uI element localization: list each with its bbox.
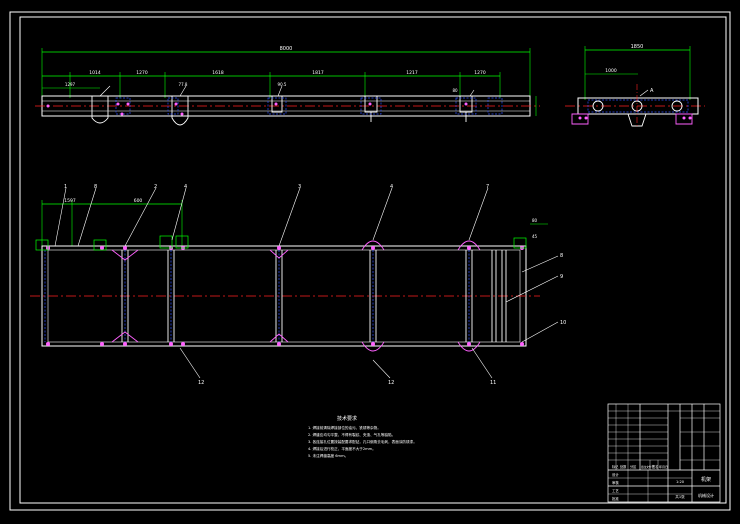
technical-notes: 技术要求 1. 焊接前清除焊接部位的油污、铁锈等杂物。 2. 焊缝应均匀平整，不… <box>308 415 417 458</box>
plan-balloon-r3: 10 <box>560 320 566 326</box>
front-sub-dim-2: 90.5 <box>278 82 287 87</box>
plan-balloon-3: 2 <box>154 184 157 190</box>
plan-balloon-6: 4 <box>390 184 393 190</box>
tb-scale: 1:20 <box>676 480 685 484</box>
tb-role-2: 审核 <box>612 480 619 485</box>
title-block <box>607 403 721 503</box>
front-overall-dim: 8000 <box>280 46 293 52</box>
tb-company: 机械设计 <box>698 492 714 498</box>
tb-role-4: 批准 <box>612 496 619 501</box>
sheet-border-outer <box>9 11 731 511</box>
tb-row-label-4: 更改文件号 <box>641 465 654 469</box>
side-sub-dim: 1000 <box>605 68 617 74</box>
plan-view: 1597 600 80 45 <box>30 184 566 386</box>
tb-row-label-2: 处数 <box>620 464 627 469</box>
tb-row-label-5: 签名 <box>652 464 658 469</box>
front-sub-dim-3: 80 <box>452 88 458 93</box>
notes-title: 技术要求 <box>337 415 357 422</box>
plan-balloon-1: 1 <box>64 184 67 190</box>
front-seg-dim-6: 1270 <box>474 70 486 76</box>
plan-balloon-r1: 8 <box>560 253 563 259</box>
side-overall-dim: 1850 <box>631 44 644 50</box>
plan-balloon-b1: 12 <box>198 380 204 386</box>
plan-balloon-b2: 12 <box>388 380 394 386</box>
plan-balloon-r2: 9 <box>560 274 563 280</box>
title-block-text: 标记 处数 分区 更改文件号 签名 年月日 设计 审核 工艺 批准 机架 机械设… <box>612 464 714 501</box>
front-seg-dim-4: 1817 <box>312 70 324 76</box>
tb-sheet: 共1张 <box>675 494 685 499</box>
tb-role-3: 工艺 <box>612 488 619 493</box>
front-seg-dim-2: 1270 <box>136 70 148 76</box>
sheet-border-inner <box>19 16 727 504</box>
plan-top-dim-2: 600 <box>134 198 143 204</box>
front-seg-dim-3: 1618 <box>212 70 224 76</box>
front-left-dim: 1297 <box>65 82 76 87</box>
tb-row-label-1: 标记 <box>612 464 619 469</box>
front-seg-dim-5: 1217 <box>406 70 418 76</box>
tb-role-1: 设计 <box>612 472 619 477</box>
plan-balloon-4: 4 <box>184 184 187 190</box>
plan-right-dim-1: 80 <box>532 218 538 223</box>
notes-line-1: 1. 焊接前清除焊接部位的油污、铁锈等杂物。 <box>308 425 381 430</box>
tb-part-name: 机架 <box>701 476 711 483</box>
notes-line-2: 2. 焊缝应均匀平整，不得有裂纹、夹渣、气孔等缺陷。 <box>308 432 395 437</box>
notes-line-5: 5. 未注焊缝高度 6mm。 <box>308 453 348 458</box>
tb-row-label-3: 分区 <box>630 464 637 469</box>
front-seg-dim-1: 1014 <box>89 70 101 76</box>
notes-line-3: 3. 各连接孔位置按装配要求配钻，孔口倒角去毛刺，表面涂防锈漆。 <box>308 439 417 444</box>
plan-balloon-2: 8 <box>94 184 97 190</box>
front-sub-dim-1: 77.8 <box>179 82 188 87</box>
plan-right-dim-2: 45 <box>532 234 538 239</box>
plan-balloon-b3: 11 <box>490 380 496 386</box>
side-view: 1850 1000 A <box>565 44 705 128</box>
front-view: 8000 1014 1270 1618 1817 1217 1270 1297 … <box>35 46 540 126</box>
notes-line-4: 4. 焊接后进行校正，平面度不大于2mm。 <box>308 446 376 451</box>
side-view-label: A <box>650 88 654 94</box>
plan-top-dim-1: 1597 <box>64 198 76 204</box>
plan-balloon-5: 3 <box>298 184 301 190</box>
tb-row-label-6: 年月日 <box>659 464 668 469</box>
plan-balloon-7: 7 <box>486 184 489 190</box>
